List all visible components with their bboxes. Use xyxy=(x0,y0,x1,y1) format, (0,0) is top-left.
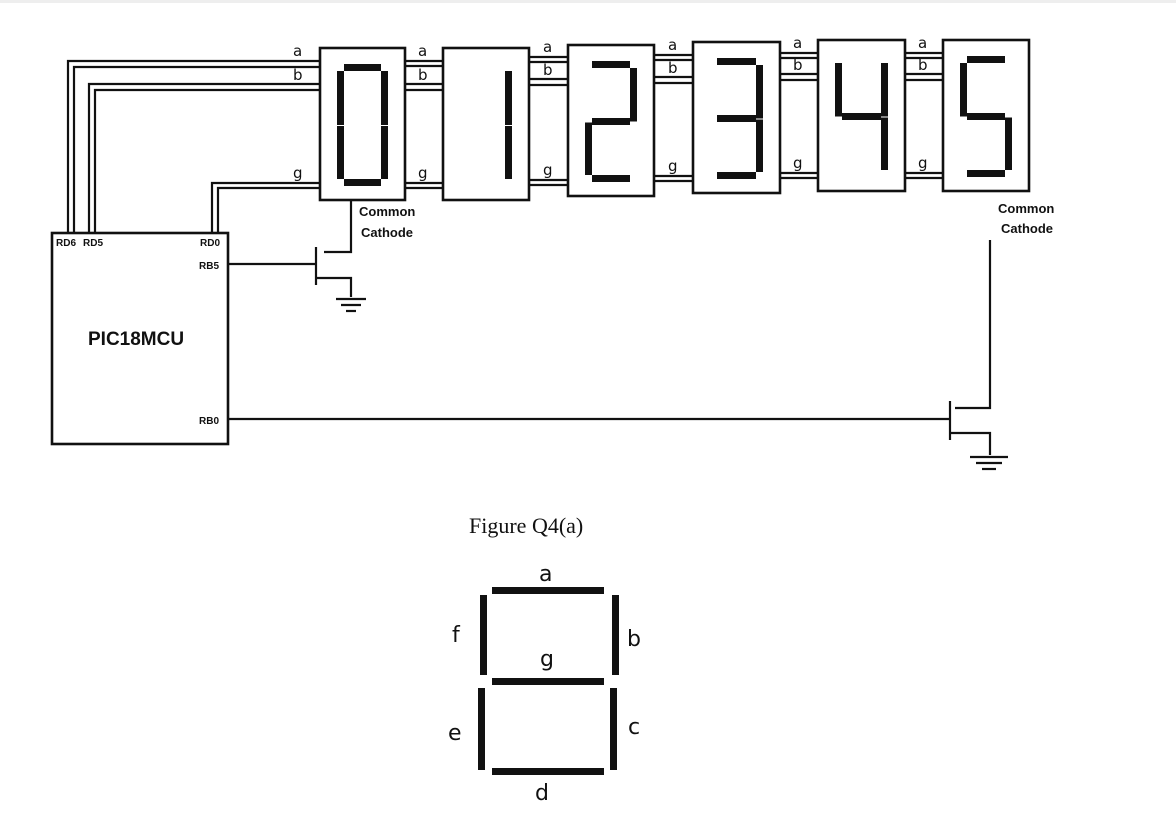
digit-4-segment-c xyxy=(881,117,888,170)
digit-0-segment-c xyxy=(381,126,388,179)
segment-label-a: a xyxy=(539,562,552,587)
segment-label-g: g xyxy=(540,647,554,672)
segment-label-c: c xyxy=(628,715,640,740)
wire-label-b: b xyxy=(668,59,678,77)
display-box xyxy=(691,40,782,195)
display-box xyxy=(318,46,407,202)
digit-3-segment-d xyxy=(717,172,756,179)
digit-0-segment-d xyxy=(344,179,381,186)
common-cathode-2: Common Cathode xyxy=(228,201,1054,471)
pin-rd6-label: RD6 xyxy=(56,238,76,249)
digit-4-segment-b xyxy=(881,63,888,117)
wire-label-a: a xyxy=(543,38,552,56)
digit-4-segment-g xyxy=(842,113,881,120)
wire-label-b: b xyxy=(293,66,303,84)
digit-3-segment-g xyxy=(717,115,756,122)
wire-label-a: a xyxy=(418,42,427,60)
wire-label-g: g xyxy=(793,154,803,172)
figure-caption: Figure Q4(a) xyxy=(469,513,583,538)
top-border xyxy=(0,0,1176,3)
digit-2-segment-d xyxy=(592,175,630,182)
digit-2-segment-g xyxy=(592,118,630,125)
wire-label-a: a xyxy=(668,36,677,54)
wire-label-b: b xyxy=(418,66,428,84)
seven-segment-displays xyxy=(318,38,1031,202)
digit-5-segment-a xyxy=(967,56,1005,63)
digit-5-segment-g xyxy=(967,113,1005,120)
digit-0-segment-f xyxy=(337,71,344,125)
mcu-bus-wires xyxy=(66,59,320,233)
digit-2-segment-e xyxy=(585,122,592,175)
inter-display-wires xyxy=(405,51,943,190)
wire-label-b: b xyxy=(543,61,553,79)
segment-label-f: f xyxy=(452,623,461,648)
common-cathode-label: Common xyxy=(998,201,1054,216)
common-cathode-label: Common xyxy=(359,204,415,219)
digit-3-segment-c xyxy=(756,119,763,172)
mcu-name: PIC18MCU xyxy=(88,329,184,350)
digit-5-segment-d xyxy=(967,170,1005,177)
wire-label-g: g xyxy=(918,154,928,172)
wire-labels: a b g a b g a b g a b g a b g a b g xyxy=(293,34,928,182)
wire-label-b: b xyxy=(918,56,928,74)
common-cathode-label: Cathode xyxy=(1001,221,1053,236)
segment-c xyxy=(610,688,617,770)
segment-f xyxy=(480,595,487,675)
digit-5-segment-f xyxy=(960,63,967,117)
digit-1-segment-c xyxy=(505,126,512,179)
wire-label-g: g xyxy=(543,161,553,179)
segment-a xyxy=(492,587,604,594)
digit-0-segment-a xyxy=(344,64,381,71)
pin-rd0-label: RD0 xyxy=(200,238,220,249)
wire-label-g: g xyxy=(418,164,428,182)
pin-rb0-label: RB0 xyxy=(199,416,219,427)
digit-1-segment-b xyxy=(505,71,512,125)
digit-5-segment-c xyxy=(1005,117,1012,170)
segment-label-b: b xyxy=(627,627,641,652)
segment-e xyxy=(478,688,485,770)
pin-rb5-label: RB5 xyxy=(199,261,219,272)
digit-4-segment-f xyxy=(835,63,842,117)
display-box xyxy=(441,46,531,202)
wire-label-a: a xyxy=(918,34,927,52)
pin-rd5-label: RD5 xyxy=(83,238,103,249)
segment-g xyxy=(492,678,604,685)
digit-0-segment-e xyxy=(337,126,344,179)
segment-diagram: a b c d e f g xyxy=(448,562,641,806)
segment-label-d: d xyxy=(535,781,549,806)
wire-label-g: g xyxy=(668,157,678,175)
digit-0-segment-b xyxy=(381,71,388,125)
common-cathode-1: Common Cathode xyxy=(228,200,415,313)
wire-label-b: b xyxy=(793,56,803,74)
digit-3-segment-b xyxy=(756,65,763,119)
digit-2-segment-b xyxy=(630,68,637,122)
digit-3-segment-a xyxy=(717,58,756,65)
mcu-body xyxy=(50,231,230,446)
digit-2-segment-a xyxy=(592,61,630,68)
wire-label-a: a xyxy=(293,42,302,60)
segment-d xyxy=(492,768,604,775)
mcu-block: RD6 RD5 RD0 RB5 RB0 PIC18MCU xyxy=(50,231,230,446)
wire-label-g: g xyxy=(293,164,303,182)
segment-b xyxy=(612,595,619,675)
segment-label-e: e xyxy=(448,721,462,746)
wire-label-a: a xyxy=(793,34,802,52)
common-cathode-label: Cathode xyxy=(361,225,413,240)
